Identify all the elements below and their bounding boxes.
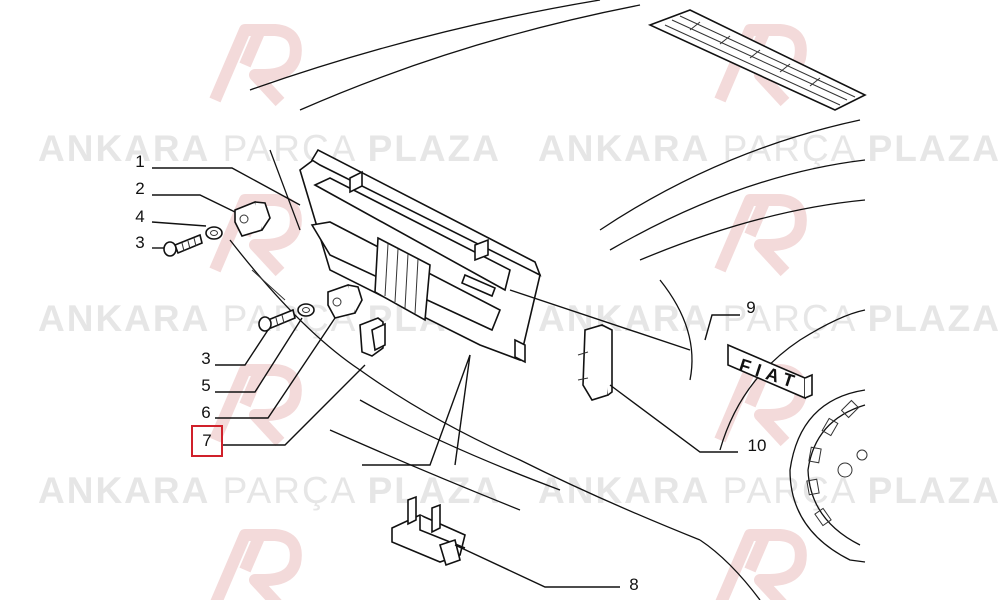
leader-lines [151, 167, 740, 588]
clip-part-2 [234, 200, 271, 237]
fiat-badge-part-9: FIAT [727, 343, 813, 400]
fiat-badge-text: FIAT [737, 355, 803, 393]
clip-part-6 [327, 284, 363, 319]
watermark-text: ANKARA PARÇA PLAZA [538, 128, 1000, 169]
callout-3-lower: 3 [201, 349, 211, 368]
watermark-logo [210, 529, 302, 600]
screw-part-3-upper [163, 233, 203, 257]
callout-7-highlighted[interactable]: 7 [191, 425, 223, 457]
callout-4: 4 [135, 207, 145, 226]
watermark-logo [209, 24, 302, 107]
hood-vent [647, 9, 867, 111]
callout-10: 10 [747, 436, 767, 455]
screw-part-3-lower [258, 308, 296, 332]
watermark-text: ANKARA PARÇA PLAZA [538, 470, 1000, 511]
washer-part-5 [297, 303, 315, 317]
watermark-text: ANKARA PARÇA PLAZA [538, 298, 1000, 339]
callout-8: 8 [629, 575, 639, 594]
bracket-part-7 [359, 317, 386, 357]
callout-6: 6 [201, 403, 211, 422]
mount-bracket-part-8 [391, 495, 466, 567]
callout-3-upper: 3 [135, 233, 145, 252]
callout-2: 2 [135, 179, 145, 198]
watermark-logo [714, 194, 807, 277]
watermark-text: ANKARA PARÇA PLAZA [38, 470, 501, 511]
callout-1: 1 [135, 152, 145, 171]
side-trim-part-10 [577, 324, 613, 401]
guide-line [251, 269, 286, 301]
car-body-outline [229, 0, 866, 600]
washer-part-4 [205, 226, 223, 240]
callout-9: 9 [746, 298, 756, 317]
callout-5: 5 [201, 376, 211, 395]
grille-assembly [299, 148, 542, 364]
wheel [789, 389, 868, 563]
